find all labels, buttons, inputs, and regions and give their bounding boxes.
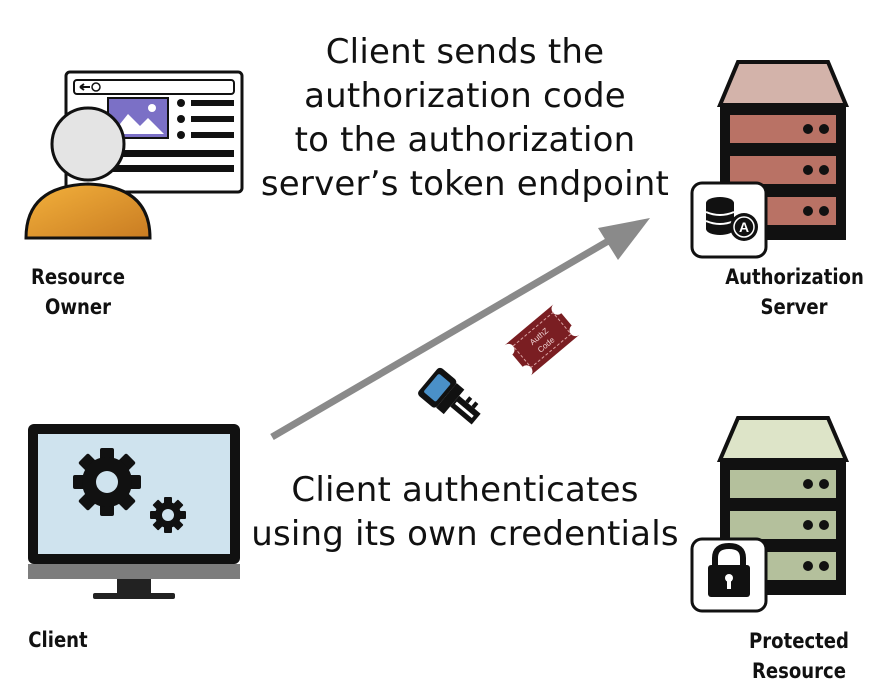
top-caption-line2: authorization code xyxy=(304,76,626,116)
top-caption: Client sends the authorization code to t… xyxy=(250,30,680,206)
database-badge-icon: A xyxy=(690,181,768,259)
protected-resource-label: Protected Resource xyxy=(735,626,864,686)
svg-text:A: A xyxy=(739,219,749,235)
small-gear-icon xyxy=(150,497,186,533)
authorization-server-label: Authorization Server xyxy=(725,262,864,322)
gear-icon xyxy=(73,448,141,516)
key-icon xyxy=(418,367,481,425)
bottom-caption-line1: Client authenticates xyxy=(291,470,639,510)
protected-resource-label-line1: Protected xyxy=(749,629,849,653)
authorization-server-label-line1: Authorization xyxy=(725,265,864,289)
flow-arrow xyxy=(270,218,650,441)
person-icon xyxy=(24,106,152,240)
bottom-caption-line2: using its own credentials xyxy=(251,514,679,554)
resource-owner-label: Resource Owner xyxy=(11,262,145,322)
client-label: Client xyxy=(24,625,93,655)
protected-resource-label-line2: Resource xyxy=(751,659,847,683)
top-caption-line4: server’s token endpoint xyxy=(260,164,670,204)
client-label-line1: Client xyxy=(28,628,88,652)
resource-owner-label-line2: Owner xyxy=(44,295,112,319)
authz-code-ticket-icon: AuthZ Code xyxy=(504,304,580,376)
resource-server-icon xyxy=(716,416,850,595)
bottom-caption: Client authenticates using its own crede… xyxy=(245,468,685,556)
authorization-server-label-line2: Server xyxy=(760,295,828,319)
monitor-icon xyxy=(28,424,240,599)
top-caption-line3: to the authorization xyxy=(294,120,636,160)
top-caption-line1: Client sends the xyxy=(325,32,605,72)
lock-badge-icon xyxy=(690,537,768,613)
resource-owner-label-line1: Resource xyxy=(30,265,126,289)
